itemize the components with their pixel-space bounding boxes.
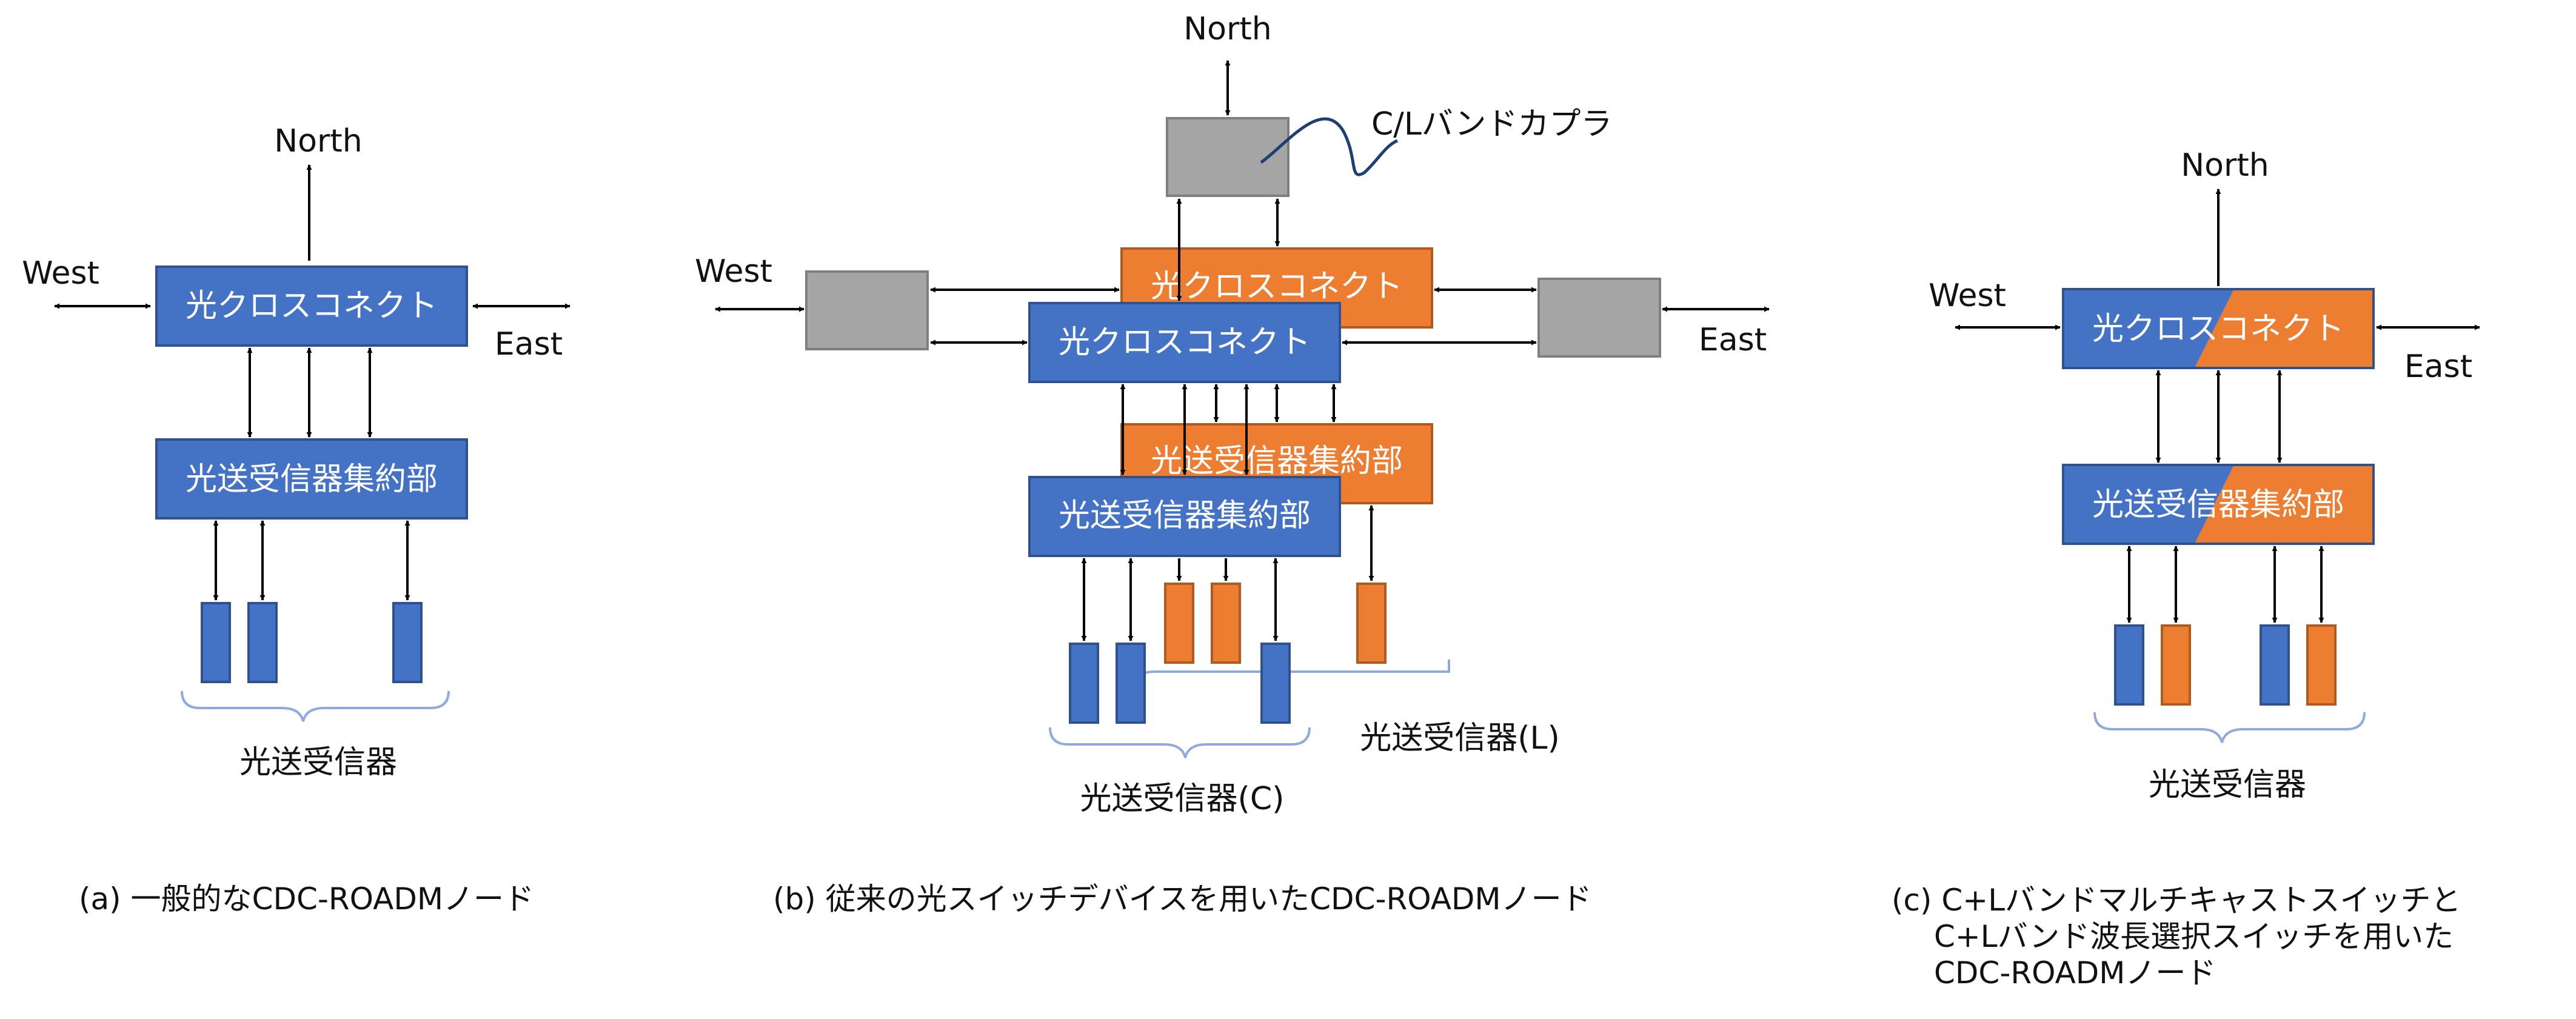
transceiver-cl3 [2260, 624, 2290, 706]
east-label-a: East [495, 326, 563, 362]
cross-connect-c-part [2063, 289, 2234, 368]
west-label-a: West [22, 255, 99, 292]
aggregator-label-a: 光送受信器集約部 [186, 461, 438, 498]
aggregator-label-c: 光送受信器集約部 [1059, 498, 1311, 534]
cross-connect-label-a: 光クロスコネクト [186, 288, 438, 324]
transceiver-cl4 [2306, 624, 2337, 706]
transceiver-a2 [247, 602, 278, 683]
transceiver-a3 [392, 602, 423, 683]
transceiver-c3 [1260, 643, 1291, 724]
east-label-b: East [1699, 322, 1767, 358]
transceiver-cl2 [2161, 624, 2191, 706]
cross-connect-block-c [1028, 302, 1341, 383]
panel-b: North West East C/Lバンドカプラ 光クロスコネクト 光送受信器… [695, 11, 1770, 917]
brace-a [181, 690, 450, 722]
west-label-c: West [1929, 278, 2006, 314]
aggregator-label-l: 光送受信器集約部 [1151, 443, 1403, 479]
cross-connect-block-cl [2062, 288, 2375, 369]
cross-connect-label-l: 光クロスコネクト [1151, 269, 1403, 305]
transceiver-l1 [1164, 583, 1194, 664]
transceiver-c-label: 光送受信器(C) [1080, 781, 1285, 817]
cross-connect-l-part [2195, 289, 2374, 368]
east-label-c: East [2404, 349, 2472, 385]
coupler-east [1537, 278, 1661, 358]
aggregator-label-cl: 光送受信器集約部 [2092, 487, 2344, 523]
aggregator-block-c [1028, 476, 1341, 557]
caption-c-line-1: (c) C+Lバンドマルチキャストスイッチと [1892, 883, 2461, 918]
caption-a: (a) 一般的なCDC-ROADMノード [79, 881, 534, 917]
north-label-c: North [2181, 147, 2269, 184]
aggregator-c-part [2063, 465, 2234, 544]
transceiver-a1 [201, 602, 231, 683]
transceiver-cl1 [2114, 624, 2144, 706]
transceiver-label-c: 光送受信器 [2149, 767, 2306, 803]
transceiver-c2 [1116, 643, 1146, 724]
cross-connect-label-cl: 光クロスコネクト [2092, 311, 2344, 347]
transceiver-l2 [1211, 583, 1241, 664]
brace-cl [2093, 712, 2366, 743]
coupler-west [805, 270, 929, 350]
aggregator-block-cl [2062, 464, 2375, 545]
panel-c: North West East 光クロスコネクト 光送受信器集約部 [1892, 147, 2480, 991]
west-label-b: West [695, 253, 772, 290]
brace-c [1049, 727, 1311, 758]
caption-b: (b) 従来の光スイッチデバイスを用いたCDC-ROADMノード [773, 881, 1592, 917]
coupler-callout-line [1260, 117, 1399, 176]
coupler-label: C/Lバンドカプラ [1371, 106, 1612, 142]
aggregator-l-part [2195, 465, 2374, 544]
transceiver-l-label: 光送受信器(L) [1360, 720, 1560, 757]
north-label-b: North [1183, 11, 1271, 47]
aggregator-block-a [155, 438, 468, 520]
transceiver-c1 [1069, 643, 1099, 724]
north-label-a: North [274, 123, 362, 159]
cross-connect-block-a [155, 266, 468, 347]
panel-a: North West East 光クロスコネクト 光送受信器集約部 光送受信器 … [22, 123, 570, 917]
caption-c-line-2: C+Lバンド波長選択スイッチを用いた [1934, 919, 2454, 954]
caption-c-line-3: CDC-ROADMノード [1934, 955, 2216, 991]
transceiver-l3 [1356, 583, 1387, 664]
cross-connect-label-c: 光クロスコネクト [1059, 324, 1311, 361]
transceiver-label-a: 光送受信器 [239, 744, 397, 781]
